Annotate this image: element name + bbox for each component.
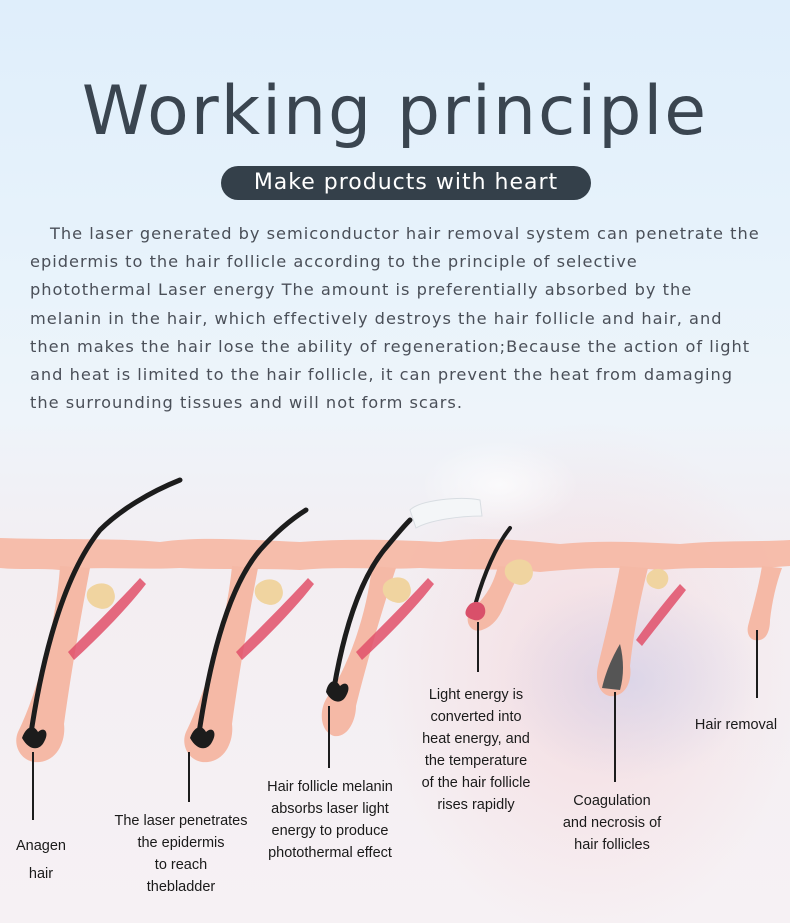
hair-1 [27,477,183,743]
gland-5 [646,568,669,590]
page-title: Working principle [81,72,709,151]
description-text: The laser generated by semiconductor hai… [30,220,765,417]
hair-removal-diagram: Anagen hair The laser penetrates the epi… [0,470,790,923]
stage-label-hair-removal: Hair removal [694,717,778,733]
skin-surface [0,538,790,572]
hair-bulb-3 [326,681,349,702]
hair-bulb-2 [190,727,215,749]
laser-device [409,497,483,529]
muscle-2 [236,578,314,660]
muscle-5 [636,584,686,646]
gland-1 [86,583,115,609]
hair-3 [331,517,413,691]
stage-label-anagen: Anagen hair [16,838,66,882]
subtitle-badge: Make products with heart [221,166,591,200]
follicle-6 [747,566,782,641]
diagram-svg [0,477,790,820]
hair-bulb-4 [465,601,486,621]
follicle-5 [596,566,648,697]
stage-label-heat-conversion: Light energy is converted into heat ener… [421,687,531,813]
hair-5 [602,644,623,690]
gland-3 [382,577,411,603]
hair-bulb-1 [22,727,47,749]
description-paragraph: The laser generated by semiconductor hai… [30,224,760,413]
gland-4 [504,559,533,585]
hair-2 [195,507,309,743]
muscle-3 [356,578,434,660]
hair-4 [474,526,512,604]
stage-label-laser-penetrates: The laser penetrates the epidermis to re… [114,813,248,895]
gland-2 [254,579,283,605]
stage-label-coagulation: Coagulation and necrosis of hair follicl… [562,793,662,853]
muscle-1 [68,578,146,660]
stage-label-melanin-absorbs: Hair follicle melanin absorbs laser ligh… [267,779,393,861]
